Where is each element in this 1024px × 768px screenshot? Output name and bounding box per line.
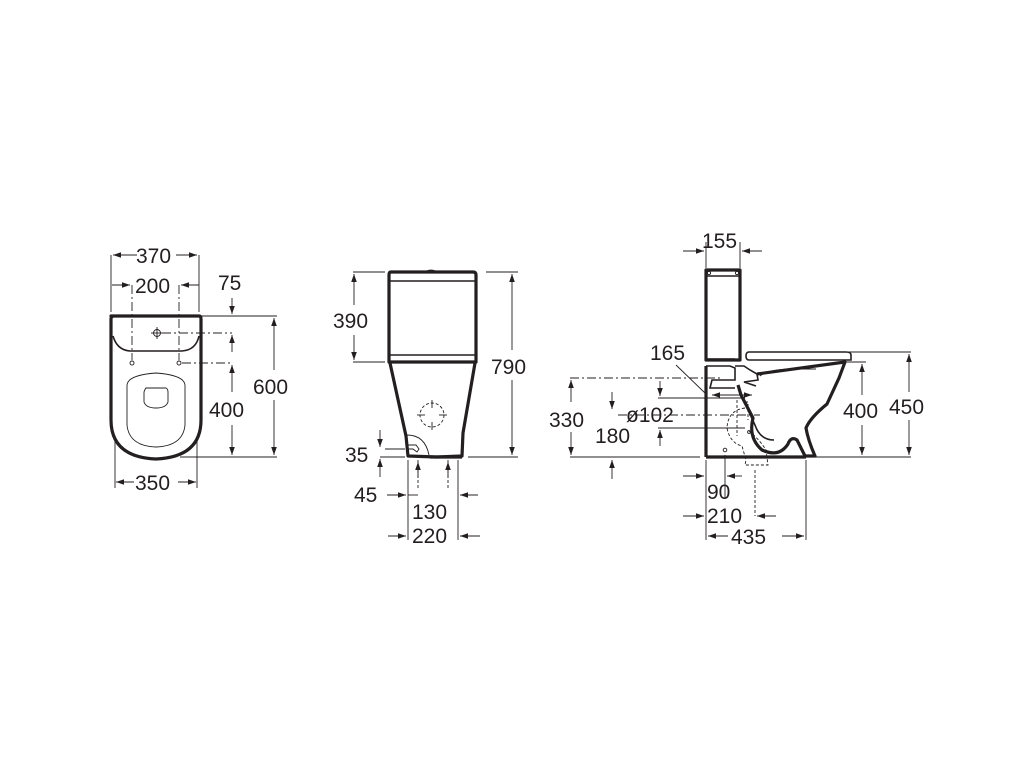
dim-top-370: 370 xyxy=(136,245,171,268)
dim-side-90: 90 xyxy=(707,481,730,504)
dim-side-165: 165 xyxy=(650,342,685,365)
dim-side-330: 330 xyxy=(549,409,584,432)
dim-front-390: 390 xyxy=(333,310,368,333)
top-view: 370 200 75 400 600 350 xyxy=(109,245,288,495)
dim-side-diameter-102: ø102 xyxy=(626,404,674,427)
dim-front-45: 45 xyxy=(354,484,377,507)
dim-front-130: 130 xyxy=(412,501,447,524)
dim-side-155: 155 xyxy=(702,230,737,253)
dim-top-600: 600 xyxy=(253,376,288,399)
top-view-outline xyxy=(109,314,203,461)
dim-top-75: 75 xyxy=(218,272,241,295)
dim-top-200: 200 xyxy=(135,275,170,298)
dim-side-450: 450 xyxy=(889,396,924,419)
side-view: 155 165 330 180 ø102 400 450 90 210 xyxy=(549,230,924,549)
dim-front-35: 35 xyxy=(345,444,368,467)
dim-side-435: 435 xyxy=(731,526,766,549)
front-view: 390 790 35 45 130 220 xyxy=(333,269,526,548)
dim-front-790: 790 xyxy=(491,356,526,379)
dim-top-350: 350 xyxy=(135,472,170,495)
dim-side-210: 210 xyxy=(707,505,742,528)
dim-side-180: 180 xyxy=(595,425,630,448)
dim-front-220: 220 xyxy=(412,525,447,548)
dim-top-400: 400 xyxy=(209,399,244,422)
dim-side-400: 400 xyxy=(843,400,878,423)
